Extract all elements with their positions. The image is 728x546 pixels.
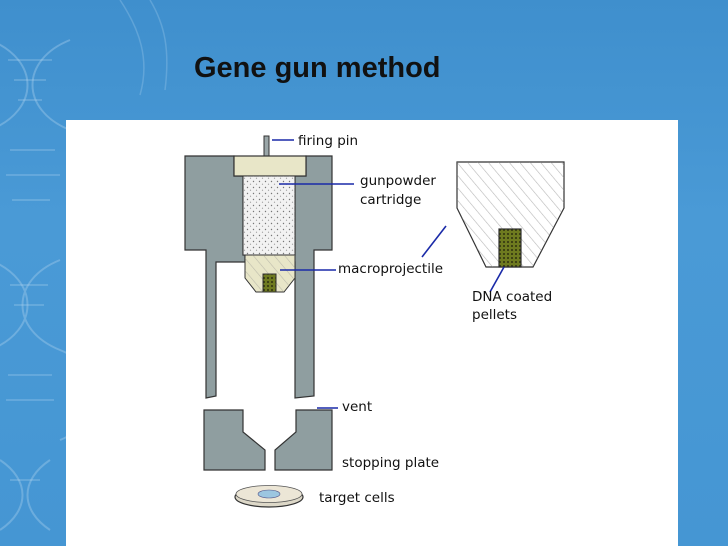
label-macroprojectile: macroprojectile: [338, 261, 443, 277]
firing-pin: [263, 135, 270, 157]
label-firing-pin: firing pin: [298, 133, 358, 149]
target-cells-dish: [234, 485, 304, 508]
label-dna-line2: pellets: [472, 307, 517, 323]
dna-pellet-small: [262, 273, 277, 293]
label-vent: vent: [342, 399, 372, 415]
stopping-plate-left: [203, 409, 266, 471]
label-stopping-plate: stopping plate: [342, 455, 439, 471]
label-gunpowder-line2: cartridge: [360, 192, 421, 208]
pin-housing: [233, 155, 307, 177]
diagram-panel: firing pin gunpowder cartridge macroproj…: [66, 120, 678, 546]
dna-pellets-enlarged: [498, 228, 522, 268]
gene-gun-diagram: firing pin gunpowder cartridge macroproj…: [184, 133, 565, 508]
stopping-plate-right: [274, 409, 333, 471]
slide-title: Gene gun method: [194, 52, 441, 84]
enlarge-leader: [421, 225, 447, 258]
gun-body-left: [184, 155, 246, 399]
label-dna-line1: DNA coated: [472, 289, 552, 305]
label-target-cells: target cells: [319, 490, 395, 506]
label-gunpowder-line1: gunpowder: [360, 173, 436, 189]
dna-pellets-leader: [489, 266, 505, 293]
gun-body-right: [289, 155, 333, 399]
